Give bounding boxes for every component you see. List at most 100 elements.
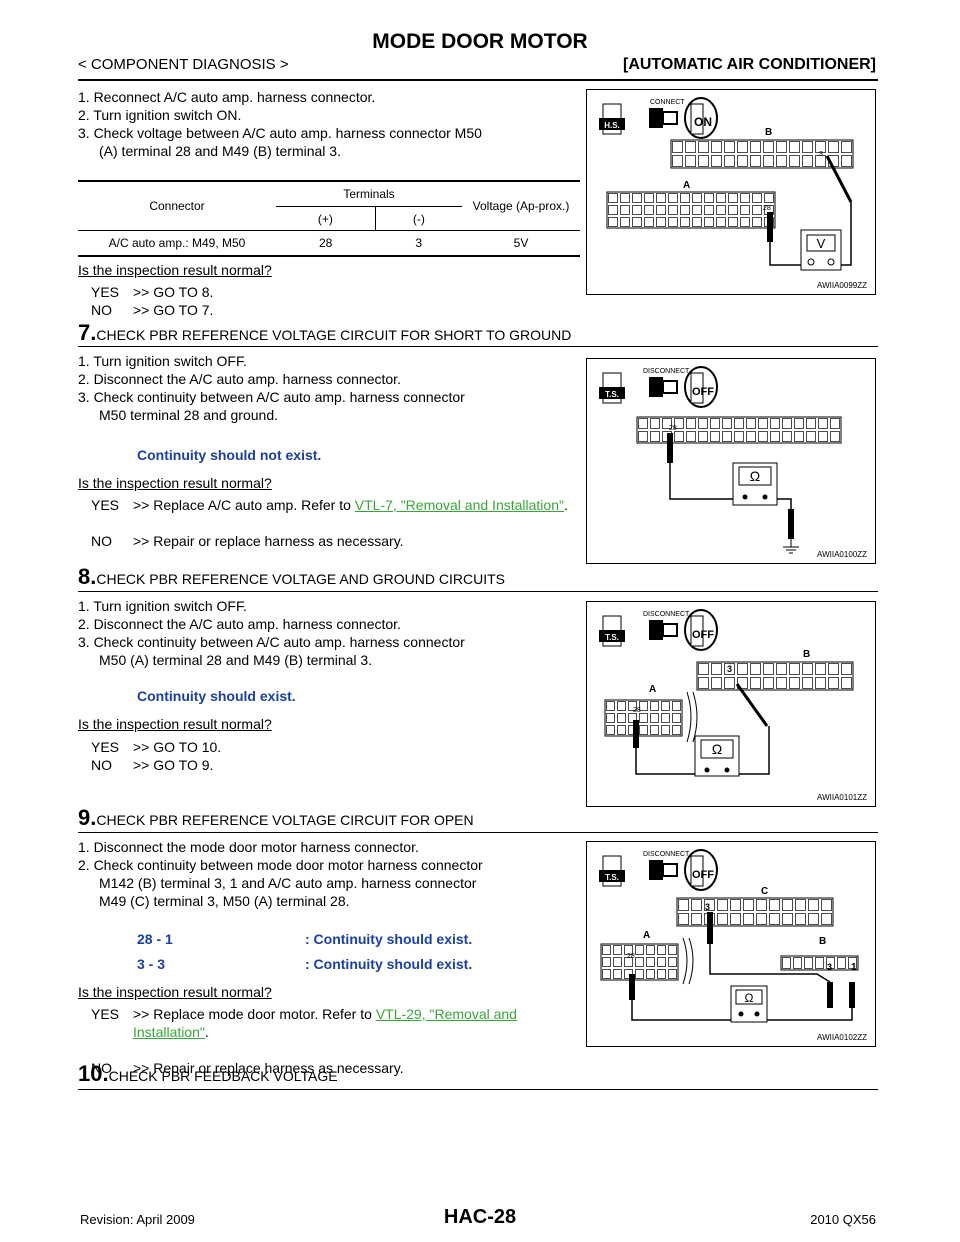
connector-c bbox=[676, 897, 834, 927]
step8-heading: 8.CHECK PBR REFERENCE VOLTAGE AND GROUND… bbox=[78, 564, 506, 589]
svg-text:V: V bbox=[817, 236, 826, 251]
svg-text:C: C bbox=[761, 886, 768, 897]
ignition-off-icon: DISCONNECT OFF bbox=[643, 609, 718, 651]
hs-mode-icon: H.S. bbox=[599, 103, 625, 135]
cell-plus: 28 bbox=[318, 236, 333, 250]
svg-text:T.S.: T.S. bbox=[605, 390, 619, 399]
connector-a bbox=[606, 191, 776, 229]
step7-spec: Continuity should not exist. bbox=[137, 447, 322, 463]
system-label: [AUTOMATIC AIR CONDITIONER] bbox=[622, 56, 876, 73]
step8-answers: YES>> GO TO 10. NO>> GO TO 9. bbox=[91, 739, 222, 773]
figure-awiia0100zz: T.S. DISCONNECT OFF 28 Ω AWIIA0100ZZ bbox=[586, 358, 876, 564]
connector-a bbox=[604, 699, 683, 737]
figure-id: AWIIA0101ZZ bbox=[817, 793, 867, 802]
connector-icon bbox=[649, 860, 678, 880]
step9-answers: YES >> Replace mode door motor. Refer to… bbox=[91, 1006, 517, 1076]
connector-icon bbox=[649, 620, 678, 640]
step6-question: Is the inspection result normal? bbox=[78, 262, 272, 278]
step7-heading: 7.CHECK PBR REFERENCE VOLTAGE CIRCUIT FO… bbox=[78, 320, 572, 345]
step9-spec-2: 3 - 3: Continuity should exist. bbox=[137, 956, 473, 972]
cell-connector: A/C auto amp.: M49, M50 bbox=[108, 236, 246, 250]
link-vtl-29[interactable]: VTL-29, "Removal and Installation" bbox=[133, 1006, 517, 1040]
step9-spec-1: 28 - 1: Continuity should exist. bbox=[137, 931, 473, 947]
connector-b bbox=[670, 139, 854, 169]
svg-text:3: 3 bbox=[827, 962, 832, 972]
ground-check-diagram: T.S. DISCONNECT OFF 28 Ω bbox=[599, 366, 842, 554]
ignition-on-icon: CONNECT ON bbox=[650, 97, 718, 139]
figure-id: AWIIA0102ZZ bbox=[817, 1033, 867, 1042]
step9-heading: 9.CHECK PBR REFERENCE VOLTAGE CIRCUIT FO… bbox=[78, 805, 474, 830]
step8-question: Is the inspection result normal? bbox=[78, 716, 272, 732]
svg-text:A: A bbox=[683, 180, 690, 191]
svg-text:A: A bbox=[649, 684, 656, 695]
svg-text:DISCONNECT: DISCONNECT bbox=[643, 368, 690, 375]
connector-a bbox=[600, 943, 679, 981]
connector-b bbox=[696, 661, 854, 691]
cell-minus: 3 bbox=[415, 236, 422, 250]
step7-instructions: 1. Turn ignition switch OFF. 2. Disconne… bbox=[78, 353, 465, 423]
cell-voltage: 5V bbox=[513, 236, 529, 250]
step8-instructions: 1. Turn ignition switch OFF. 2. Disconne… bbox=[78, 598, 465, 668]
open-circuit-diagram: T.S. DISCONNECT OFF C 3 A 28 B 3 1 bbox=[599, 849, 859, 1023]
svg-text:OFF: OFF bbox=[692, 629, 714, 641]
svg-text:OFF: OFF bbox=[692, 869, 714, 881]
svg-text:28: 28 bbox=[633, 707, 641, 714]
page-number: HAC-28 bbox=[443, 1206, 517, 1228]
col-connector: Connector bbox=[149, 199, 205, 213]
svg-text:B: B bbox=[803, 649, 810, 660]
svg-text:3: 3 bbox=[705, 902, 710, 912]
svg-text:28: 28 bbox=[669, 425, 677, 432]
step6-answers: YES>> GO TO 8. NO>> GO TO 7. bbox=[91, 284, 214, 318]
circuit-continuity-diagram: T.S. DISCONNECT OFF B 3 A 28 Ω bbox=[599, 609, 854, 777]
svg-text:T.S.: T.S. bbox=[605, 633, 619, 642]
svg-text:3: 3 bbox=[727, 664, 732, 674]
connector-icon bbox=[649, 108, 678, 128]
ignition-off-icon: DISCONNECT OFF bbox=[643, 849, 718, 891]
step10-heading: 10.CHECK PBR FEEDBACK VOLTAGE bbox=[78, 1061, 338, 1086]
svg-text:DISCONNECT: DISCONNECT bbox=[643, 611, 690, 618]
step8-rule bbox=[78, 591, 878, 592]
figure-awiia0102zz: T.S. DISCONNECT OFF C 3 A 28 B 3 1 bbox=[586, 841, 876, 1047]
step10-rule bbox=[78, 1089, 878, 1090]
ts-mode-icon: T.S. bbox=[599, 855, 625, 887]
col-voltage: Voltage (Ap-prox.) bbox=[472, 199, 570, 213]
figure-awiia0101zz: T.S. DISCONNECT OFF B 3 A 28 Ω AWIIA0101… bbox=[586, 601, 876, 807]
figure-id: AWIIA0099ZZ bbox=[817, 281, 867, 290]
ts-mode-icon: T.S. bbox=[599, 372, 625, 404]
step7-answers: YES >> Replace A/C auto amp. Refer to VT… bbox=[91, 497, 568, 549]
link-vtl-7[interactable]: VTL-7, "Removal and Installation" bbox=[354, 497, 564, 513]
voltage-check-diagram: H.S. CONNECT ON B 3 A 28 V bbox=[599, 97, 854, 271]
connector-b bbox=[780, 955, 859, 971]
svg-text:28: 28 bbox=[627, 953, 635, 960]
svg-text:H.S.: H.S. bbox=[604, 121, 620, 130]
step7-question: Is the inspection result normal? bbox=[78, 475, 272, 491]
svg-text:DISCONNECT: DISCONNECT bbox=[643, 851, 690, 858]
svg-text:1: 1 bbox=[851, 962, 857, 973]
col-minus: (-) bbox=[412, 211, 425, 226]
figure-awiia0099zz: H.S. CONNECT ON B 3 A 28 V AWIIA0099ZZ bbox=[586, 89, 876, 295]
step9-rule bbox=[78, 832, 878, 833]
step6-instructions: 1. Reconnect A/C auto amp. harness conne… bbox=[78, 89, 482, 159]
revision-date: Revision: April 2009 bbox=[80, 1212, 195, 1227]
step8-spec: Continuity should exist. bbox=[137, 688, 296, 704]
svg-text:A: A bbox=[643, 930, 650, 941]
col-plus: (+) bbox=[276, 206, 376, 231]
step9-question: Is the inspection result normal? bbox=[78, 984, 272, 1000]
svg-text:28: 28 bbox=[763, 205, 771, 212]
svg-text:OFF: OFF bbox=[692, 386, 714, 398]
model-year: 2010 QX56 bbox=[810, 1212, 876, 1227]
svg-text:3: 3 bbox=[819, 151, 823, 158]
ignition-off-icon: DISCONNECT OFF bbox=[643, 366, 718, 408]
col-terminals: Terminals bbox=[276, 182, 462, 207]
svg-text:ON: ON bbox=[694, 115, 712, 129]
connector-m50 bbox=[636, 416, 842, 444]
step7-rule bbox=[78, 346, 878, 347]
page-title: MODE DOOR MOTOR bbox=[372, 30, 588, 53]
header-rule bbox=[78, 79, 878, 81]
svg-text:B: B bbox=[765, 127, 772, 138]
step9-instructions: 1. Disconnect the mode door motor harnes… bbox=[78, 839, 483, 909]
svg-text:Ω: Ω bbox=[712, 741, 722, 757]
figure-id: AWIIA0100ZZ bbox=[817, 550, 867, 559]
connector-icon bbox=[649, 377, 678, 397]
svg-text:CONNECT: CONNECT bbox=[650, 99, 685, 106]
